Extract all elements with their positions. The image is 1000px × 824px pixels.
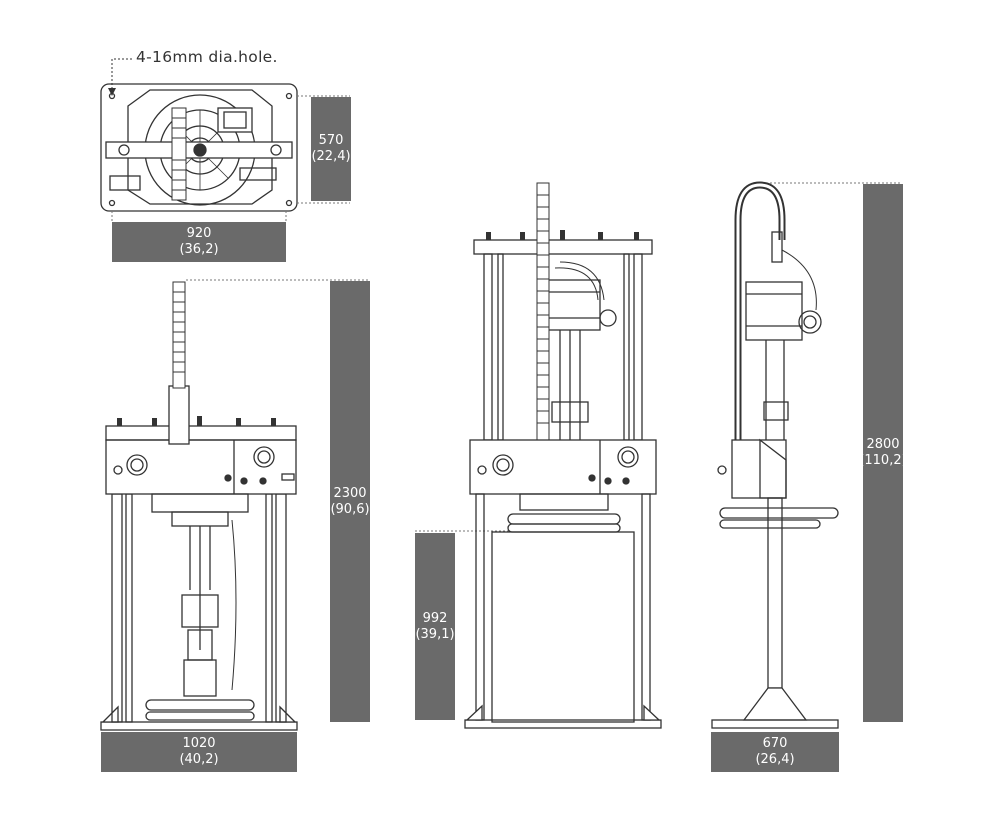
- dim-top-depth: 570 (22,4): [311, 97, 351, 201]
- dim-top-width-inch: (36,2): [179, 242, 219, 257]
- corner-hole: [108, 199, 116, 207]
- front-view-hose-chain: [172, 281, 186, 389]
- dimension-guides: [111, 95, 902, 532]
- dim-side-width: 670 (26,4): [711, 732, 839, 772]
- side-view-base: [711, 719, 839, 729]
- front-view-right-column: [275, 493, 287, 723]
- corner-hole: [285, 92, 293, 100]
- dim-front-width: 1020 (40,2): [101, 732, 297, 772]
- front-view-follower-plate: [145, 699, 255, 711]
- pressure-gauge: [126, 454, 148, 476]
- top-view: [100, 58, 298, 212]
- air-motor: [545, 279, 601, 331]
- hose-chain-top: [171, 107, 187, 201]
- front-view: [100, 281, 298, 731]
- hole-callout-leader: [111, 58, 132, 93]
- drum-view-hose-chain: [536, 182, 550, 444]
- top-view-guard: [127, 89, 273, 205]
- hole-callout-text: 4-16mm dia.hole.: [136, 48, 278, 66]
- side-view: [711, 181, 839, 729]
- dim-top-depth-mm: 570: [318, 133, 344, 148]
- side-view-head: [731, 439, 787, 499]
- front-view-left-column: [111, 493, 123, 723]
- corner-hole: [285, 199, 293, 207]
- front-view-base: [100, 721, 298, 731]
- side-view-column: [767, 497, 783, 689]
- dim-drum-height-inch: (39,1): [415, 626, 455, 642]
- drum: [491, 531, 635, 723]
- pressure-gauge: [253, 446, 275, 468]
- front-view-lift-rod: [168, 385, 190, 445]
- dim-front-height-inch: (90,6): [330, 501, 370, 517]
- dim-drum-height: 992 (39,1): [415, 533, 455, 720]
- dim-top-width: 920 (36,2): [112, 222, 286, 262]
- dim-front-height-mm: 2300: [333, 485, 367, 501]
- dim-side-height-inch: (110,2): [859, 453, 907, 468]
- dim-top-depth-inch: (22,4): [311, 149, 351, 164]
- hole-callout-arrow: [108, 88, 116, 96]
- dim-side-width-inch: (26,4): [755, 752, 795, 767]
- dim-front-width-inch: (40,2): [179, 752, 219, 767]
- dim-front-width-mm: 1020: [182, 736, 216, 751]
- pump-body: [181, 594, 219, 628]
- dim-top-width-mm: 920: [186, 226, 212, 241]
- drum-view: [464, 182, 662, 729]
- top-view-base-plate: [100, 83, 298, 212]
- dim-side-height: 2800 (110,2): [859, 184, 907, 722]
- dim-drum-height-mm: 992: [422, 610, 448, 626]
- dim-side-height-mm: 2800: [866, 437, 900, 452]
- dim-front-height: 2300 (90,6): [330, 281, 370, 722]
- dim-side-width-mm: 670: [762, 736, 788, 751]
- corner-hole: [108, 92, 116, 100]
